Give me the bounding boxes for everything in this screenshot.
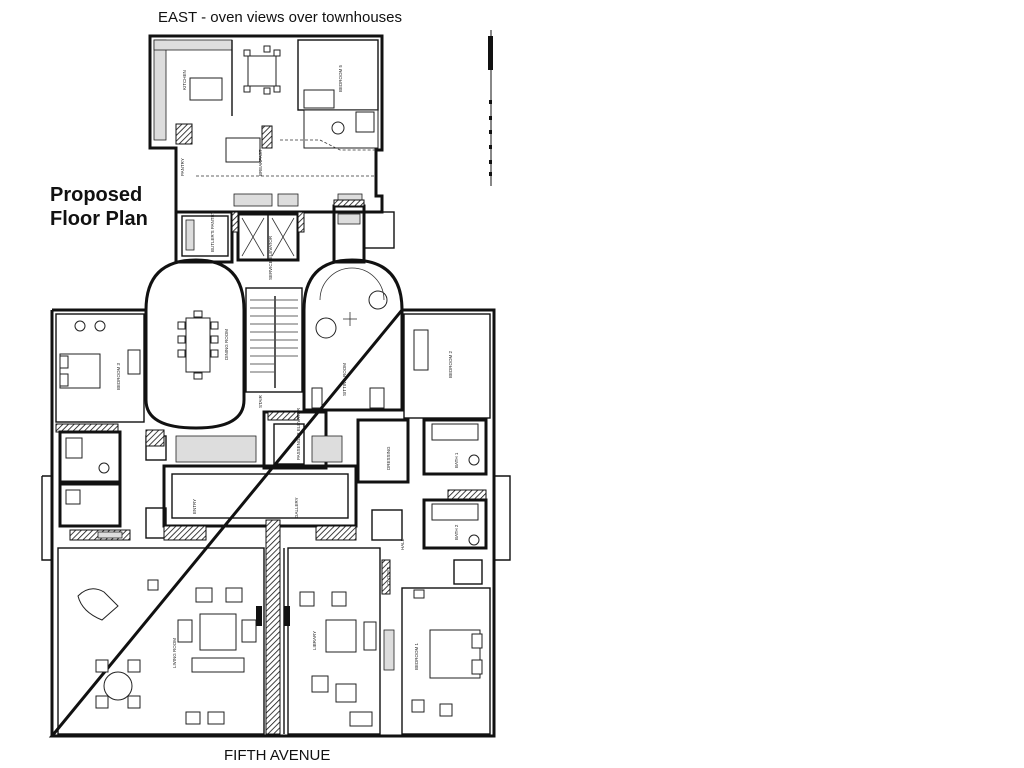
- plan-title-line-2: Floor Plan: [50, 208, 148, 230]
- label-service-elevator: SERVICE ELEVATOR: [268, 235, 273, 280]
- west-baths: [58, 430, 167, 541]
- label-breakfast: BREAKFAST: [258, 149, 263, 176]
- bedroom-3: [55, 313, 145, 433]
- label-butlers-pantry: BUTLER'S PANTRY: [210, 211, 215, 252]
- label-closet: CLOSET: [386, 567, 391, 585]
- stair-treads: [250, 296, 298, 388]
- east-wing: [148, 34, 384, 214]
- plan-title-line-1: Proposed: [50, 184, 143, 206]
- dining-room: [144, 258, 246, 430]
- label-living-room: LIVING ROOM: [172, 638, 177, 668]
- label-bath-2: BATH 2: [454, 524, 459, 540]
- label-pantry: PANTRY: [180, 158, 185, 176]
- label-bedroom-1: BEDROOM 1: [414, 642, 419, 670]
- street-caption: FIFTH AVENUE: [224, 747, 331, 764]
- east-view-caption: EAST - oven views over townhouses: [158, 9, 403, 26]
- central-spine: [256, 519, 290, 735]
- label-dressing: DRESSING: [386, 446, 391, 470]
- scale-bar: [488, 30, 493, 186]
- room-labels: KITCHEN PANTRY BREAKFAST BEDROOM 5 BUTLE…: [116, 64, 459, 670]
- label-bath-1: BATH 1: [454, 452, 459, 468]
- label-kitchen: KITCHEN: [182, 70, 187, 90]
- label-library: LIBRARY: [312, 631, 317, 650]
- label-elevator: PASSENGER ELEVATOR: [296, 407, 301, 460]
- label-dining-room: DINING ROOM: [224, 329, 229, 360]
- plan-title: Proposed Floor Plan: [50, 183, 148, 231]
- label-entry: ENTRY: [192, 499, 197, 514]
- label-stair: STAIR: [258, 394, 263, 408]
- label-bedroom-east: BEDROOM 5: [338, 64, 343, 92]
- label-bedroom-2: BEDROOM 2: [448, 350, 453, 378]
- sitting-room: [302, 258, 404, 412]
- label-hall: HALL: [400, 538, 405, 550]
- label-sitting-room: SITTING ROOM: [342, 363, 347, 396]
- living-room: [57, 547, 265, 735]
- service-core: [174, 199, 395, 393]
- label-bedroom-3: BEDROOM 3: [116, 362, 121, 390]
- gallery: [145, 410, 358, 541]
- main-block: [41, 308, 511, 738]
- east-suite: [356, 313, 491, 735]
- label-gallery: GALLERY: [294, 497, 299, 518]
- library: [287, 547, 381, 735]
